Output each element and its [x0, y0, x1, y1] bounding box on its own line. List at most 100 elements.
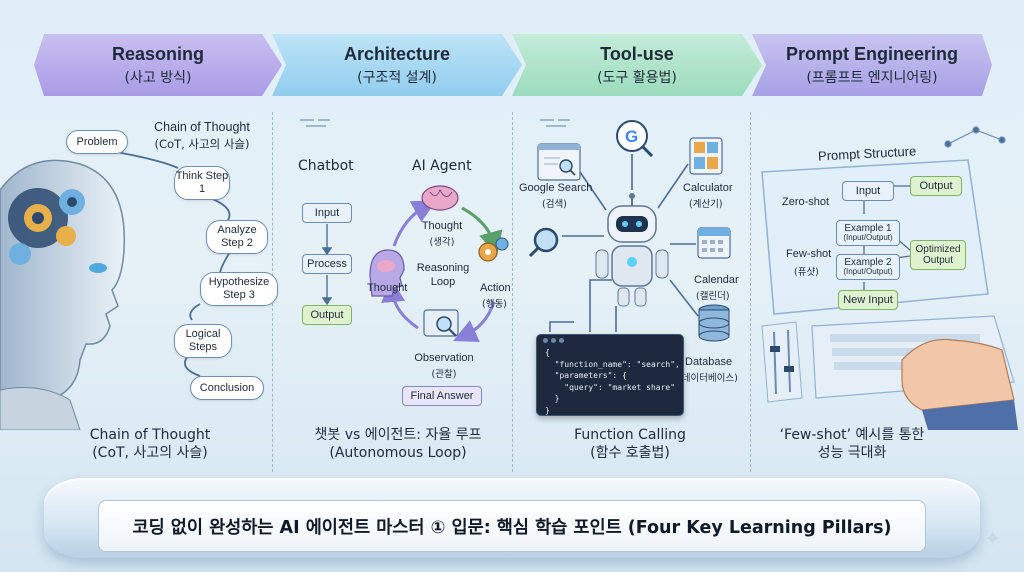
loop-action-label: Action [480, 282, 511, 294]
slider-panel-icon [761, 321, 803, 403]
caption-line: (CoT, 사고의 사슬) [92, 445, 208, 462]
loop-thought-ko: (생각) [429, 237, 455, 248]
calculator-icon [689, 137, 723, 175]
caption-line: 챗봇 vs 에이전트: 자율 루프 [314, 427, 482, 443]
pillar-subtitle: (구조적 설계) [357, 69, 437, 86]
caption-line: Function Calling [574, 427, 686, 443]
pillar-architecture-header: Architecture (구조적 설계) [272, 34, 522, 96]
new-input-box: New Input [838, 290, 898, 310]
loop-label-line1: Reasoning [416, 262, 470, 274]
decorative-dashes [540, 119, 570, 127]
example-2-box: Example 2 (Input/Output) [836, 254, 900, 280]
loop-label-line2: Loop [430, 276, 456, 288]
caption-line: Chain of Thought [89, 427, 211, 443]
brain-icon [421, 185, 459, 211]
example-label: Example 2 [844, 257, 892, 269]
tool-calendar-ko: (캘린더) [696, 291, 730, 302]
few-shot-label: Few-shot [786, 248, 832, 260]
example-sub: (Input/Output) [843, 267, 893, 277]
pillar-reasoning-header: Reasoning (사고 방식) [34, 34, 282, 96]
code-line: "query": "market share" [545, 382, 676, 392]
caption-line: (Autonomous Loop) [329, 445, 467, 462]
loop-observation-ko: (관찰) [431, 369, 457, 380]
loop-thought-label: Thought [421, 220, 463, 232]
chatbot-process-box: Process [302, 254, 352, 274]
tool-calculator-ko: (계산기) [689, 199, 723, 210]
svg-text:G: G [625, 127, 638, 146]
example-sub: (Input/Output) [843, 233, 893, 243]
cot-header-title: Chain of Thought [154, 120, 250, 134]
tool-database-label: Database [685, 356, 733, 368]
robot-icon [595, 193, 669, 307]
database-icon [698, 304, 730, 342]
zero-shot-label: Zero-shot [782, 196, 830, 208]
footer-banner: 코딩 없이 완성하는 AI 에이전트 마스터 ① 입문: 핵심 학습 포인트 (… [98, 500, 926, 552]
optimized-line: Optimized [915, 244, 961, 255]
example-1-box: Example 1 (Input/Output) [836, 220, 900, 246]
pillar-subtitle: (도구 활용법) [597, 69, 677, 86]
cot-step-logical: Logical Steps [174, 324, 232, 358]
caption-line: ‘Few-shot’ 예시를 통한 [779, 427, 925, 443]
tool-calculator-label: Calculator [683, 182, 733, 194]
pillar-prompt-header: Prompt Engineering (프롬프트 엔지니어링) [752, 34, 992, 96]
chatbot-flow-arrows [322, 224, 332, 306]
cot-step-hypothesize: Hypothesize Step 3 [200, 272, 278, 306]
reasoning-loop-diagram [369, 185, 509, 342]
few-shot-ko: (퓨샷) [794, 267, 819, 278]
pillar-tooluse-header: Tool-use (도구 활용법) [512, 34, 762, 96]
cot-step-problem: Problem [66, 130, 128, 154]
pillar-title: Architecture [343, 43, 451, 64]
observation-magnifier-icon [423, 309, 459, 337]
caption-line: 성능 극대화 [817, 445, 887, 462]
architecture-caption: 챗봇 vs 에이전트: 자율 루프 (Autonomous Loop) [284, 426, 512, 462]
tool-google-search-ko: (검색) [542, 199, 567, 210]
chatbot-output-box: Output [302, 305, 352, 325]
action-gear-icon [478, 237, 509, 262]
section-divider [750, 112, 751, 472]
function-call-code: { "function_name": "search", "parameters… [536, 334, 684, 416]
google-icon: G [616, 120, 654, 158]
head-thought-icon [369, 249, 405, 297]
code-line: } [545, 394, 560, 404]
zero-shot-output-box: Output [910, 176, 962, 196]
search-window-icon [537, 143, 581, 181]
code-line: } [545, 405, 550, 415]
code-line: "parameters": { [545, 371, 627, 381]
decorative-dashes [300, 119, 330, 127]
tooluse-illustration: G [528, 120, 731, 342]
window-dots [543, 338, 564, 343]
sparkle-icon: ✦ [983, 527, 1002, 552]
cot-arrows [115, 151, 231, 377]
agent-label: AI Agent [412, 158, 472, 174]
tool-calendar-label: Calendar [694, 274, 739, 286]
cot-step-analyze: Analyze Step 2 [206, 220, 268, 254]
tool-database-ko: (데이터베이스) [678, 373, 738, 384]
pillar-title: Prompt Engineering [785, 43, 958, 64]
code-line: { [545, 348, 550, 357]
robot-head-illustration [0, 159, 126, 430]
caption-line: (함수 호출법) [590, 445, 670, 462]
hand-icon [901, 338, 1018, 430]
calendar-icon [697, 227, 731, 259]
cot-header-subtitle: (CoT, 사고의 사슬) [154, 137, 250, 151]
pillar-title: Reasoning [111, 43, 204, 64]
chatbot-label: Chatbot [298, 158, 354, 174]
optimized-line: Output [922, 255, 954, 266]
pillar-title: Tool-use [600, 43, 674, 64]
reasoning-caption: Chain of Thought (CoT, 사고의 사슬) [60, 426, 240, 462]
loop-thought-left-label: Thought [367, 282, 408, 294]
pillar-subtitle: (사고 방식) [124, 69, 192, 86]
optimized-output-box: Optimized Output [910, 240, 966, 270]
code-line: "function_name": "search", [545, 359, 680, 369]
cot-step-think: Think Step 1 [174, 166, 230, 200]
tool-google-search-label: Google Search [519, 182, 593, 194]
chatbot-input-box: Input [302, 203, 352, 223]
magnifier-icon [528, 227, 559, 258]
section-divider [512, 112, 513, 472]
cot-step-conclusion: Conclusion [190, 376, 264, 400]
tooluse-caption: Function Calling (함수 호출법) [530, 426, 730, 462]
loop-action-ko: (행동) [482, 299, 507, 310]
prompt-caption: ‘Few-shot’ 예시를 통한 성능 극대화 [762, 426, 942, 462]
final-answer-box: Final Answer [402, 386, 482, 406]
